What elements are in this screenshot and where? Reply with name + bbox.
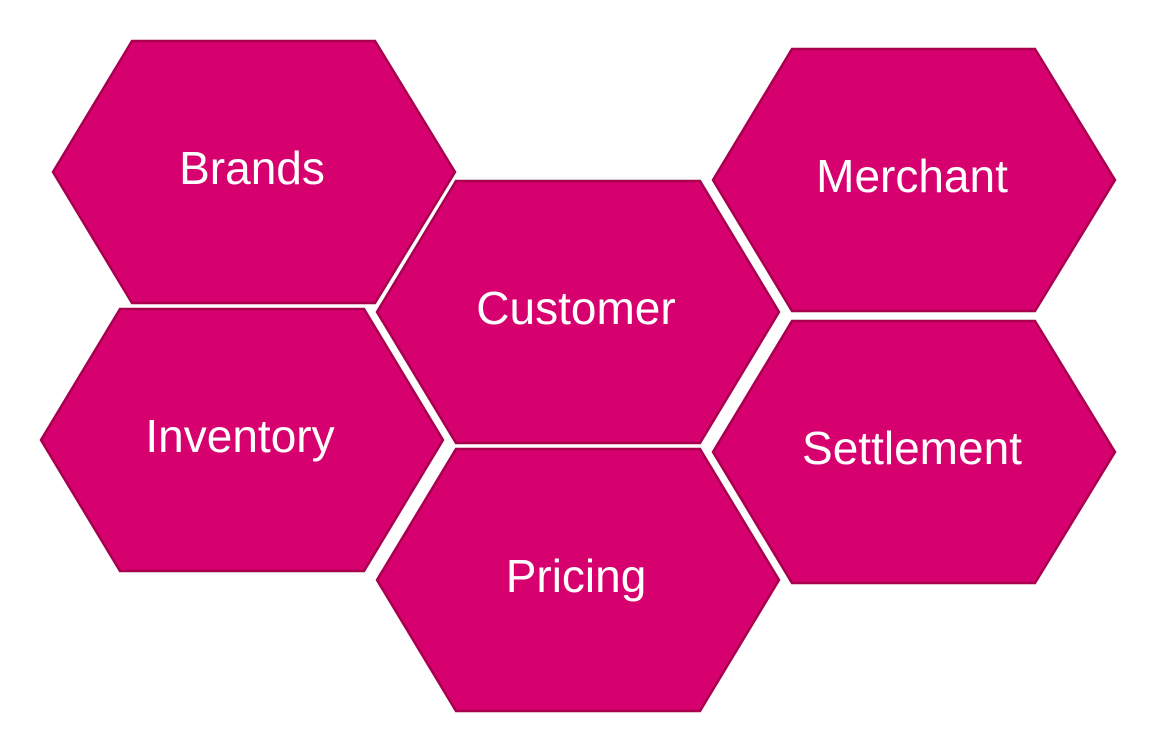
hexagon-brands-label: Brands [179, 142, 325, 194]
hexagon-merchant: Merchant [711, 47, 1117, 313]
hexagon-inventory-label: Inventory [145, 410, 334, 462]
hexagon-settlement-shape [711, 319, 1117, 585]
hexagon-customer-label: Customer [476, 282, 675, 334]
hexagon-pricing-shape [375, 447, 781, 713]
hexagon-merchant-shape [711, 47, 1117, 313]
hexagon-inventory: Inventory [39, 307, 445, 573]
hexagon-settlement: Settlement [711, 319, 1117, 585]
hexagon-customer-shape [375, 179, 781, 445]
hexagon-customer: Customer [375, 179, 781, 445]
hexagon-brands: Brands [51, 39, 457, 305]
hexagon-pricing: Pricing [375, 447, 781, 713]
hexagon-inventory-shape [39, 307, 445, 573]
hexagon-brands-shape [51, 39, 457, 305]
hexagon-settlement-label: Settlement [802, 422, 1022, 474]
hexagon-pricing-label: Pricing [506, 550, 647, 602]
hexagon-merchant-label: Merchant [816, 150, 1008, 202]
